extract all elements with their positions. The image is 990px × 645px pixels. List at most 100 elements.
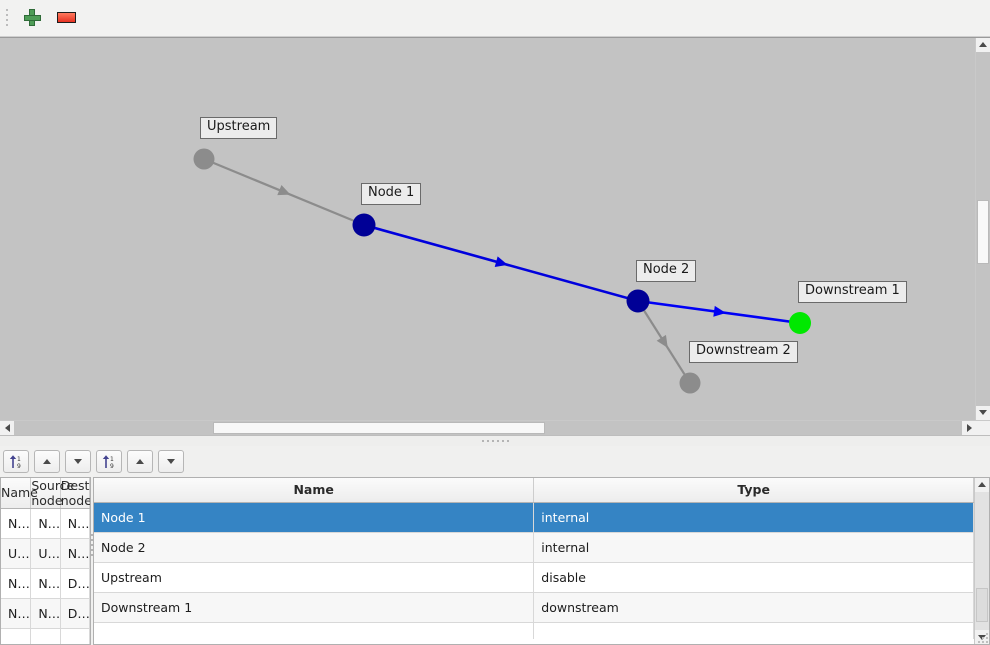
svg-text:1: 1 [110,456,114,463]
canvas-scroll-left-button[interactable] [0,420,14,435]
empty-cell [533,622,975,639]
edge-arrowhead-node1-node2 [494,256,508,267]
node-label-node2[interactable]: Node 2 [636,259,697,282]
edges-sort-button[interactable]: 1 9 [3,449,29,473]
canvas-vscroll-track[interactable] [976,51,990,406]
triangle-up-icon [136,458,144,464]
triangle-up-icon [978,482,987,487]
plus-icon [23,9,41,27]
edges-column-destination[interactable]: Destination node [60,477,91,509]
node-label-downstream1[interactable]: Downstream 1 [798,280,907,303]
splitter-grip-icon [91,534,93,557]
graph-node-node1[interactable] [352,213,376,237]
edges-column-source[interactable]: Source node [30,477,75,509]
edges-table-empty-row [1,628,90,644]
splitter-grip-icon [481,439,509,442]
node-name: Node 1 [94,502,535,533]
canvas-horizontal-scrollbar[interactable] [0,419,990,435]
nodes-toolbar: 1 9 [93,446,990,477]
canvas-hscroll-track[interactable] [14,420,962,435]
window-resize-grip[interactable] [976,631,988,643]
canvas-hscroll-thumb[interactable] [213,421,545,434]
empty-cell [30,628,61,644]
edge-source: Node 2 [30,598,61,629]
edges-move-up-button[interactable] [34,449,60,473]
edge-name: Node 2 -> Downstream 2 [1,598,32,629]
edge-arrowhead-upstream-node1 [277,184,291,196]
canvas-scroll-up-button[interactable] [976,37,990,52]
edges-table-header-row: Name Source node Destination node [1,477,91,509]
canvas-scroll-right-button[interactable] [962,420,976,435]
nodes-move-down-button[interactable] [158,449,184,473]
edge-name: Node 2 -> Downstream 1 [1,568,32,599]
triangle-down-icon [167,458,175,464]
edges-table-row[interactable]: Upstream -> Node 1UpstreamNode 1 [1,538,90,569]
remove-node-button[interactable] [51,4,81,32]
node-label-downstream2[interactable]: Downstream 2 [689,340,798,363]
nodes-move-up-button[interactable] [127,449,153,473]
panes-splitter[interactable] [0,434,990,446]
nodes-panel: 1 9 Name [93,446,990,645]
canvas-scroll-corner [976,420,990,435]
edge-name: Node 1 -> Node 2 [1,508,32,539]
edges-column-name[interactable]: Name [1,477,38,509]
nodes-vscroll-thumb[interactable] [976,588,989,622]
graph-node-node2[interactable] [626,289,650,313]
graph-svg[interactable] [0,38,975,422]
edges-move-down-button[interactable] [65,449,91,473]
edge-arrowhead-node2-downstream2 [656,334,668,348]
edge-arrowhead-node2-downstream1 [713,305,726,317]
node-label-node1[interactable]: Node 1 [361,182,422,205]
node-type: internal [533,502,975,533]
nodes-vscroll-track[interactable] [975,491,990,630]
edge-destination: Downstream 2 [60,598,90,629]
nodes-sort-button[interactable]: 1 9 [96,449,122,473]
node-label-upstream[interactable]: Upstream [200,116,278,139]
nodes-table-scrollbar[interactable] [974,477,990,644]
sort-ascending-icon: 1 9 [102,454,114,469]
svg-text:9: 9 [17,463,21,469]
canvas-vertical-scrollbar[interactable] [975,37,990,420]
canvas-scroll-down-button[interactable] [976,405,990,420]
nodes-table-empty-row [94,622,975,639]
toolbar-drag-handle[interactable] [3,7,13,29]
edges-panel: 1 9 Name [0,446,91,645]
canvas-vscroll-thumb[interactable] [977,200,989,265]
nodes-column-type[interactable]: Type [533,477,975,503]
main-toolbar [0,0,990,37]
edge-source: Node 1 [30,508,61,539]
edges-table-container: Name Source node Destination node Node 1… [0,476,91,645]
triangle-up-icon [979,42,987,48]
tables-splitter[interactable] [91,445,93,645]
edges-table[interactable]: Name Source node Destination node Node 1… [1,477,91,644]
nodes-table-header-row: Name Type [94,477,975,503]
graph-node-downstream2[interactable] [679,372,701,394]
empty-cell [1,628,32,644]
graph-node-upstream[interactable] [193,148,215,170]
edge-destination: Node 2 [60,508,90,539]
nodes-scroll-up-button[interactable] [975,477,990,492]
node-name: Node 2 [94,532,535,563]
edge-destination: Node 1 [60,538,90,569]
triangle-right-icon [966,423,972,432]
minus-icon [56,12,76,24]
add-node-button[interactable] [17,4,47,32]
graph-node-downstream1[interactable] [789,311,811,334]
sort-ascending-icon: 1 9 [9,454,21,469]
edge-destination: Downstream 1 [60,568,90,599]
triangle-down-icon [979,410,987,416]
nodes-column-name[interactable]: Name [94,477,535,503]
empty-cell [60,628,90,644]
node-type: internal [533,532,975,563]
